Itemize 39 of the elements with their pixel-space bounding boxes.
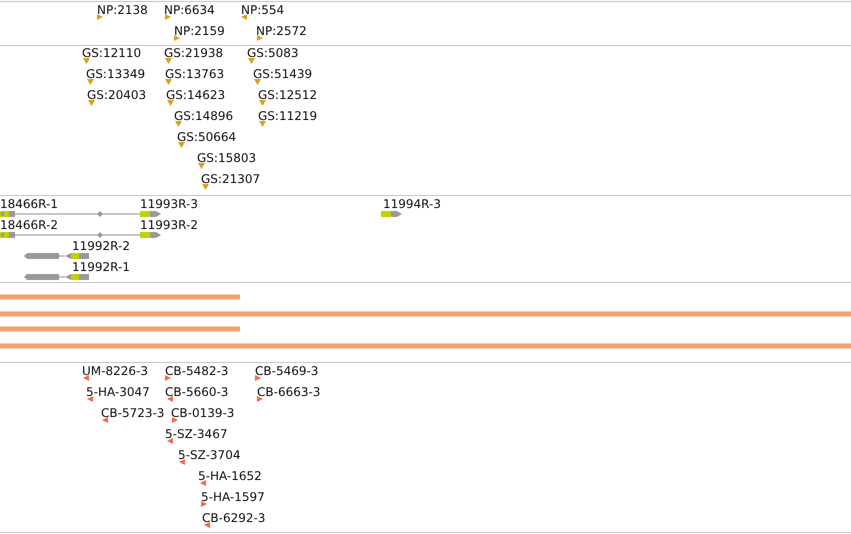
feature-label: CB-6663-3	[257, 385, 320, 399]
feature-label: NP:2572	[256, 24, 307, 38]
feature-label: GS:20403	[87, 88, 146, 102]
feature-label: 5-HA-3047	[86, 385, 150, 399]
feature-label: GS:12512	[258, 88, 318, 102]
feature-label: CB-0139-3	[171, 406, 234, 420]
feature-label: 5-HA-1652	[198, 469, 262, 483]
feature-label: NP:2159	[174, 24, 225, 38]
feature-label: GS:13349	[86, 67, 146, 81]
feature-label: CB-6292-3	[202, 511, 266, 525]
feature-label: NP:2138	[97, 3, 148, 17]
feature-label: NP:6634	[164, 3, 215, 17]
feature-label: 11994R-3	[383, 197, 441, 211]
feature-label: 5-SZ-3704	[178, 448, 240, 462]
feature-label: CB-5469-3	[255, 364, 318, 378]
feature-label: GS:14623	[166, 88, 226, 102]
feature-label: CB-5723-3	[101, 406, 164, 420]
feature-label: 5-HA-1597	[201, 490, 265, 504]
feature-label: GS:11219	[258, 109, 318, 123]
feature-label: GS:21307	[201, 172, 260, 186]
feature-label: GS:21938	[164, 46, 224, 60]
feature-label: CB-5660-3	[165, 385, 228, 399]
feature-label: 18466R-1	[0, 197, 58, 211]
feature-label: CB-5482-3	[165, 364, 228, 378]
feature-label: GS:12110	[82, 46, 142, 60]
feature-label: NP:554	[241, 3, 284, 17]
feature-label: 11992R-2	[72, 239, 130, 253]
feature-label: 5-SZ-3467	[165, 427, 228, 441]
feature-label: GS:13763	[165, 67, 224, 81]
feature-label: UM-8226-3	[82, 364, 148, 378]
feature-label: GS:14896	[174, 109, 234, 123]
feature-label: 11993R-2	[140, 218, 198, 232]
feature-label: 11992R-1	[72, 260, 130, 274]
feature-label: 11993R-3	[140, 197, 198, 211]
feature-label: GS:51439	[253, 67, 312, 81]
feature-label: GS:15803	[197, 151, 256, 165]
feature-label: GS:5083	[247, 46, 298, 60]
feature-label: GS:50664	[177, 130, 236, 144]
feature-label: 18466R-2	[0, 218, 58, 232]
